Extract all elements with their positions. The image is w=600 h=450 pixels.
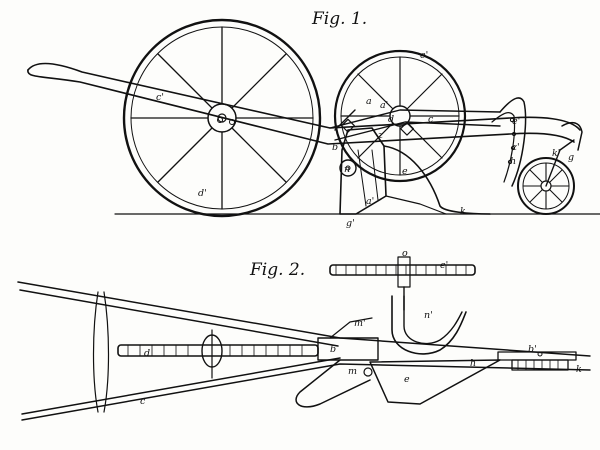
plow-plan [295,317,501,408]
label-e: e [402,166,408,177]
figure-1-labels: c' c e' a a' d b z n e e' d' a' g' k z' … [156,50,574,229]
label-k-fig2: k [576,364,582,375]
rear-gauge [491,97,583,187]
label-e-fig2: e [404,374,410,385]
label-h-fig2: h [470,358,476,369]
label-c-prime: c' [156,92,164,103]
label-e-prime: e' [440,260,448,271]
hook-arm-inner [403,295,463,345]
label-c: c [428,114,434,125]
clamp-2 [400,121,414,136]
rear-wheel [517,139,575,215]
label-g-prime: g' [346,218,355,229]
rear-axle-plan [497,351,577,371]
label-c-fig2: c [140,396,146,407]
middle-wheel [333,49,467,183]
figure-2-title: Fig. 2. [249,260,305,280]
frame-beams [17,281,591,421]
label-n: n [344,164,350,175]
label-d: d [388,114,394,125]
label-a: a [366,96,372,107]
hook-arm [391,295,467,355]
beam-and-handle [27,62,581,145]
clamp [341,118,355,133]
upper-arm-lower-edge [334,121,501,141]
label-n-prime: n' [424,310,433,321]
top-wheel-plan [329,256,476,311]
large-wheel-plan [117,329,319,379]
label-k-prime: k' [552,148,560,159]
upper-arm [329,109,501,129]
figure-1-title: Fig. 1. [311,9,367,29]
label-b-prime: b' [528,344,537,355]
label-d-fig2: d [144,348,150,359]
label-m-prime: m' [354,318,366,329]
figure-2-labels: o e' m' n' d c b m h e b' k [140,248,582,407]
label-z: z [377,130,384,141]
link-bar [334,109,356,131]
figure-2: Fig. 2. [17,248,591,421]
label-b-fig2: b [330,344,336,355]
label-d-prime: d' [198,188,207,199]
label-a-prime: a' [380,100,388,111]
label-h: h [510,156,516,167]
label-a-prime-base: a' [366,196,374,207]
label-m: m [348,366,357,377]
label-g: g [568,152,574,163]
label-z-prime: z' [511,142,520,153]
figure-1: Fig. 1. [27,9,600,229]
label-b: b [332,142,338,153]
label-o: o [402,248,408,259]
label-e-prime-top: e' [420,50,428,61]
label-k: k [460,206,466,217]
plow-body [339,127,491,215]
label-e-prime-rear: e' [512,116,520,127]
